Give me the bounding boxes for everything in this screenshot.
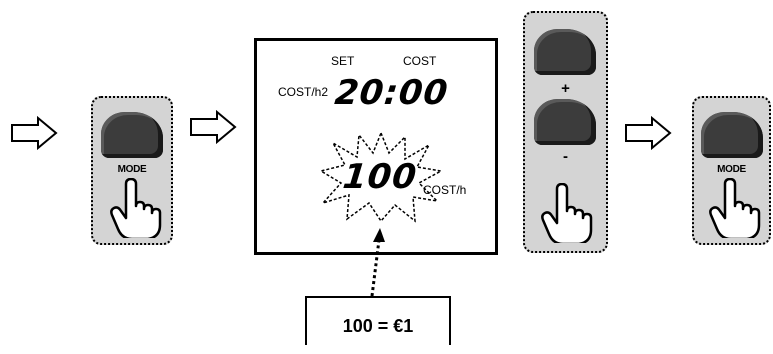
plus-button[interactable] — [534, 29, 596, 75]
mode-button-label: MODE — [717, 164, 746, 175]
right-arrow-icon — [11, 116, 58, 150]
right-arrow-icon — [190, 110, 237, 144]
flashing-value: 100 — [340, 157, 420, 197]
pointer-line — [370, 228, 385, 297]
mode-button-label: MODE — [117, 164, 147, 175]
lcd-display: SET COST COST/h2 20:00 100 COST/h — [254, 38, 498, 255]
pointing-hand-icon — [110, 178, 162, 238]
pointing-hand-icon — [709, 178, 761, 238]
cost-label: COST — [403, 54, 437, 68]
right-arrow-icon — [625, 116, 672, 150]
time-readout: 20:00 — [332, 73, 451, 113]
plus-minus-button-panel: + - — [523, 11, 608, 253]
minus-button[interactable] — [534, 99, 596, 145]
mode-button-panel: MODE — [91, 96, 173, 245]
set-label: SET — [331, 54, 355, 68]
minus-label: - — [563, 148, 568, 165]
value-unit-label: COST/h — [423, 183, 467, 197]
mode-button[interactable] — [101, 112, 163, 158]
cost-conversion-note: 100 = €1 — [305, 296, 451, 345]
mode-button-panel: MODE — [692, 96, 771, 245]
pointing-hand-icon — [541, 183, 593, 243]
rate-unit-label: COST/h2 — [278, 85, 329, 99]
starburst-flash-icon — [319, 131, 443, 223]
mode-button[interactable] — [701, 112, 763, 158]
plus-label: + — [561, 80, 570, 97]
